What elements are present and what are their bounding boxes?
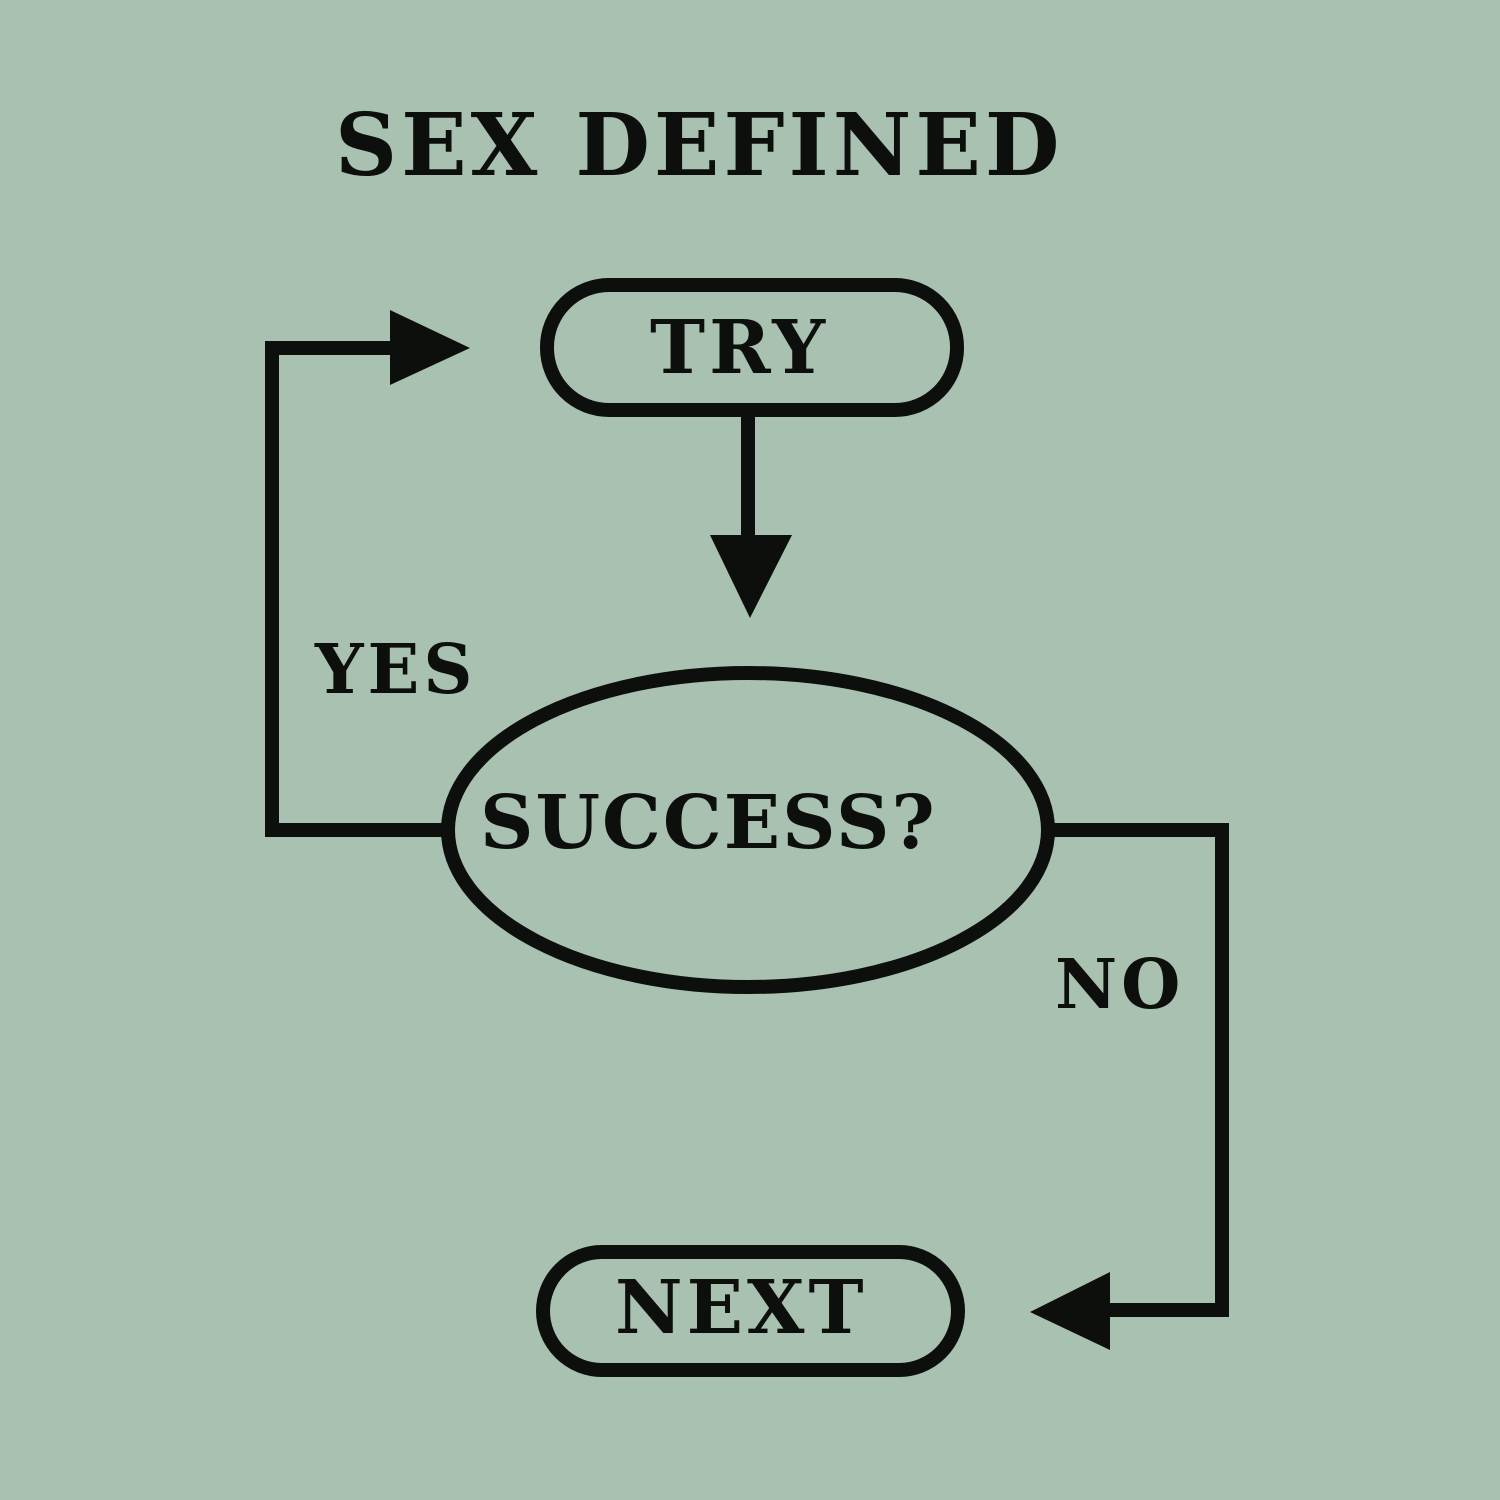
next-label: NEXT [615, 1265, 868, 1351]
arrow-down-icon [710, 535, 792, 618]
no-label: NO [1055, 945, 1185, 1025]
yes-loop-line [265, 341, 445, 837]
no-line [1052, 823, 1229, 1317]
success-label: SUCCESS? [480, 780, 937, 866]
arrow-left-icon [1030, 1272, 1110, 1350]
arrow-right-icon [390, 310, 470, 385]
try-box [540, 278, 964, 417]
success-ellipse [441, 666, 1055, 994]
next-box [536, 1245, 965, 1377]
yes-label: YES [315, 630, 477, 710]
title: SEX DEFINED [335, 95, 1064, 196]
try-label: TRY [650, 305, 830, 391]
